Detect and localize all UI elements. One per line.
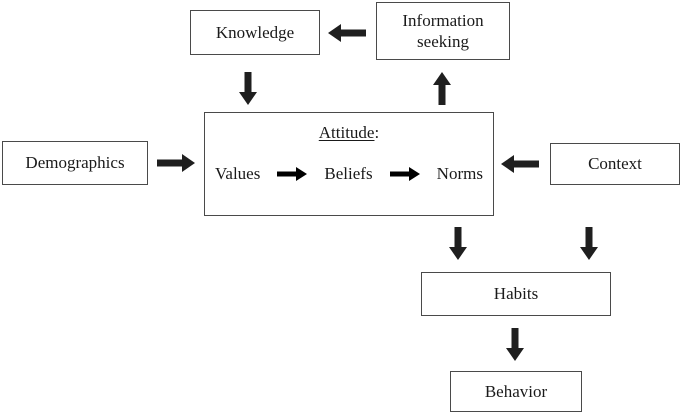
arrow-attitude-to-habits-icon <box>449 227 467 260</box>
attitude-title-colon: : <box>374 123 380 142</box>
arrow-knowledge-to-attitude-icon <box>239 72 257 105</box>
attitude-items-row: Values Beliefs Norms <box>205 163 493 184</box>
arrow-values-to-beliefs-icon <box>277 166 308 181</box>
node-context: Context <box>550 143 680 185</box>
arrow-habits-to-behavior-icon <box>506 328 524 361</box>
node-behavior: Behavior <box>450 371 582 412</box>
attitude-title-row: Attitude: <box>205 122 493 143</box>
node-habits-label: Habits <box>493 284 539 304</box>
node-knowledge-label: Knowledge <box>215 22 295 42</box>
node-behavior-label: Behavior <box>484 381 548 401</box>
arrow-attitude-to-information-seeking-icon <box>433 72 451 105</box>
arrow-information-seeking-to-knowledge-icon <box>328 24 366 42</box>
arrow-context-to-habits-icon <box>580 227 598 260</box>
node-context-label: Context <box>588 154 642 174</box>
node-knowledge: Knowledge <box>190 10 320 55</box>
node-habits: Habits <box>421 272 611 316</box>
node-information-seeking-label: Information seeking <box>402 10 484 51</box>
node-demographics-label: Demographics <box>25 153 125 173</box>
node-information-seeking: Information seeking <box>376 2 510 60</box>
attitude-item-norms: Norms <box>436 164 483 184</box>
attitude-item-beliefs: Beliefs <box>324 164 373 184</box>
arrow-demographics-to-attitude-icon <box>157 154 195 172</box>
attitude-item-values: Values <box>215 164 261 184</box>
arrow-context-to-attitude-icon <box>501 155 539 173</box>
node-attitude: Attitude: Values Beliefs Norms <box>204 112 494 216</box>
node-demographics: Demographics <box>2 141 148 185</box>
arrow-beliefs-to-norms-icon <box>389 166 420 181</box>
attitude-title: Attitude <box>318 123 375 142</box>
